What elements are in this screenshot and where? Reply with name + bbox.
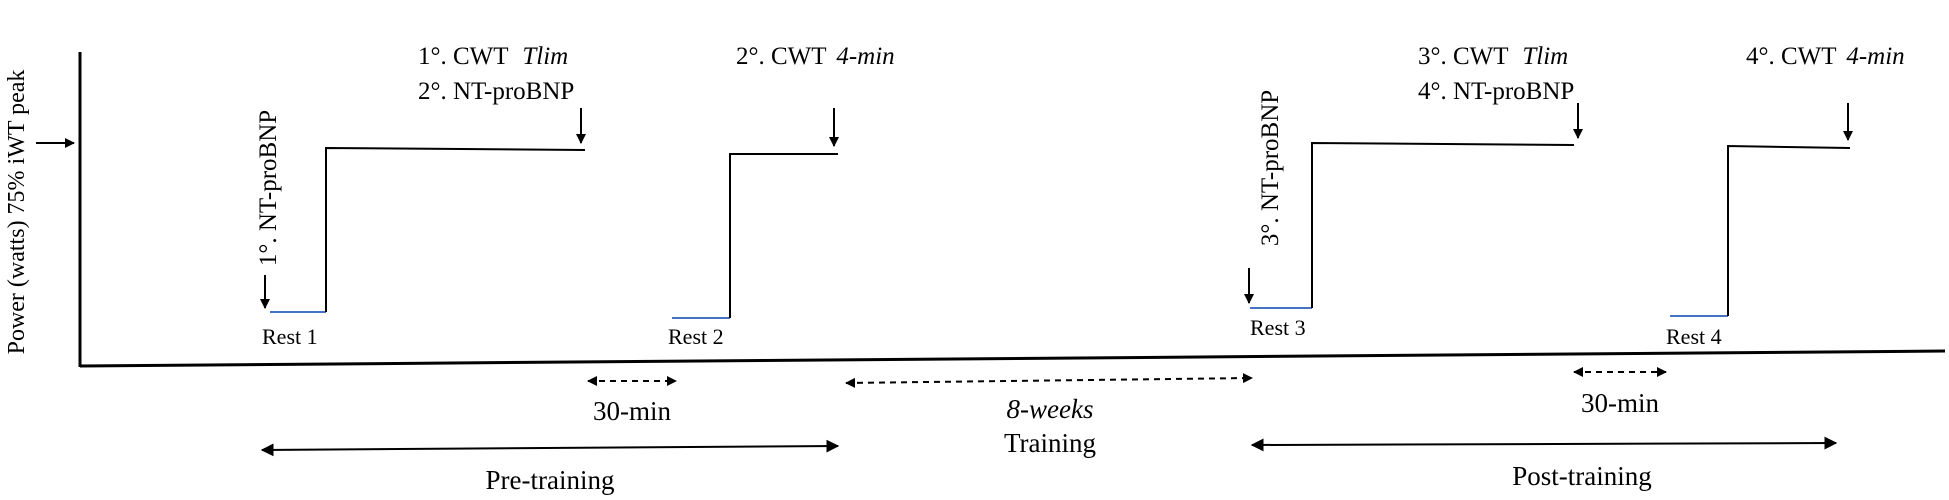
y-axis-label: Power (watts) 75% iWT peak bbox=[4, 70, 30, 355]
rest-4-label: Rest 4 bbox=[1666, 324, 1722, 349]
session-1-top-line2: 2°. NT-proBNP bbox=[418, 78, 574, 105]
session-1-top-line1: 1°. CWT Tlim bbox=[418, 43, 568, 70]
exercise-3-trace bbox=[1311, 141, 1575, 308]
training-arrow bbox=[845, 373, 1253, 388]
gap-pre-label: 30-min bbox=[593, 396, 671, 426]
pre-training-label: Pre-training bbox=[486, 465, 615, 495]
session-4-top-line1: 4°. CWT 4-min bbox=[1746, 43, 1905, 70]
exercise-2-trace bbox=[729, 153, 838, 318]
post-training-label: Post-training bbox=[1512, 461, 1652, 491]
gap-post-label: 30-min bbox=[1581, 388, 1659, 418]
exercise-4-trace bbox=[1727, 144, 1851, 316]
session-2-top-line1: 2°. CWT 4-min bbox=[736, 43, 895, 70]
exercise-1-trace bbox=[325, 146, 586, 312]
pre-marker-1: 1°. NT-proBNP bbox=[255, 110, 282, 266]
x-axis bbox=[79, 349, 1946, 368]
session-3-top-line2: 4°. NT-proBNP bbox=[1418, 78, 1574, 105]
rest-3-label: Rest 3 bbox=[1250, 315, 1306, 340]
rest-1-label: Rest 1 bbox=[262, 324, 318, 349]
training-duration: 8-weeks bbox=[1007, 394, 1094, 424]
pre-marker-3: 3°. NT-proBNP bbox=[1257, 90, 1284, 246]
training-label: Training bbox=[1004, 428, 1096, 458]
rest-2-label: Rest 2 bbox=[668, 324, 724, 349]
pre-training-arrow bbox=[260, 439, 840, 457]
session-3-top-line1: 3°. CWT Tlim bbox=[1418, 43, 1568, 70]
post-training-arrow bbox=[1250, 436, 1838, 452]
